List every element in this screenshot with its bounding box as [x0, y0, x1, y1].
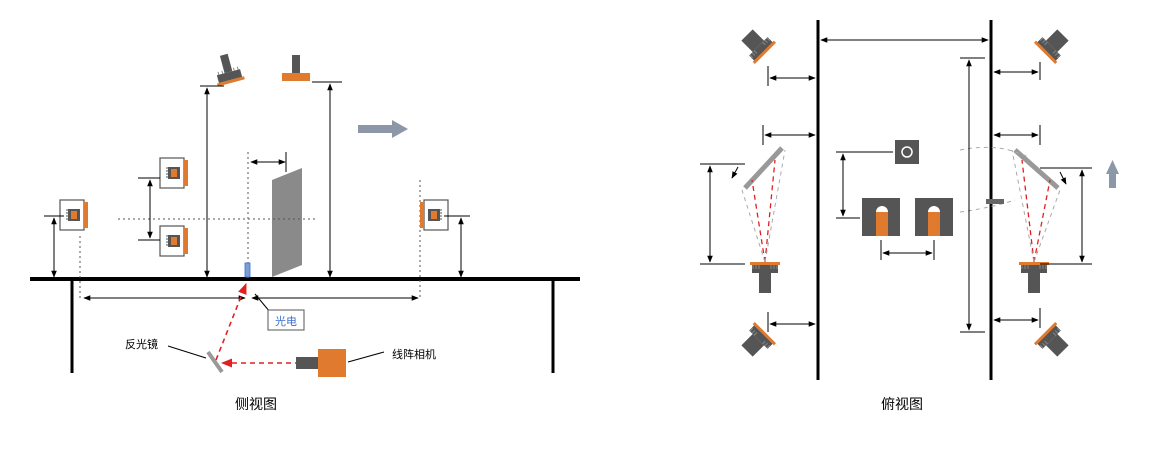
top-view: 俯视图: [700, 20, 1119, 413]
reflector-leader: [167, 345, 207, 359]
reflector-mirror: [206, 350, 224, 374]
move-direction-arrow: [358, 120, 408, 138]
center-camera-left: [862, 198, 900, 236]
camera-bottom-right: [1018, 261, 1050, 294]
photoelectric-sensor: [244, 262, 251, 278]
camera-bottom-left: [749, 261, 781, 294]
side-view: 反光镜 线阵相机 光电 侧视图: [30, 53, 580, 413]
camera-right: [419, 199, 449, 231]
reflector-label: 反光镜: [125, 337, 158, 351]
line-scan-camera: [296, 349, 346, 377]
line-camera-label: 线阵相机: [392, 347, 436, 361]
photoelectric-leader: [254, 293, 271, 313]
camera-top-straight: [282, 55, 310, 81]
top-move-direction-arrow: [1106, 160, 1119, 188]
inspected-panel: [272, 168, 302, 277]
camera-left-upper: [159, 157, 189, 189]
camera-left-low: [59, 199, 89, 231]
photoelectric-label-box: [267, 309, 305, 331]
laser-cones: [751, 159, 1051, 263]
photoelectric-label: 光电: [275, 314, 297, 328]
center-sensor: [895, 140, 919, 164]
mirror-left: [743, 146, 784, 190]
laser-path: [215, 282, 318, 368]
top-dimensions: [700, 37, 1092, 333]
field-of-view: [741, 146, 1061, 263]
camera-top-tilted: [216, 53, 245, 87]
line-camera-leader: [347, 351, 385, 363]
top-view-caption: 俯视图: [881, 397, 923, 413]
mirror-right: [1013, 148, 1060, 190]
center-camera-right: [915, 198, 953, 236]
side-dimensions: [44, 81, 470, 301]
camera-left-lower: [159, 225, 189, 257]
side-view-caption: 侧视图: [235, 397, 277, 413]
camera-corner-top-left: [735, 23, 777, 65]
photoelectric-top: [986, 199, 1004, 204]
camera-corner-bottom-left: [735, 321, 777, 363]
camera-corner-top-right: [1033, 23, 1075, 65]
